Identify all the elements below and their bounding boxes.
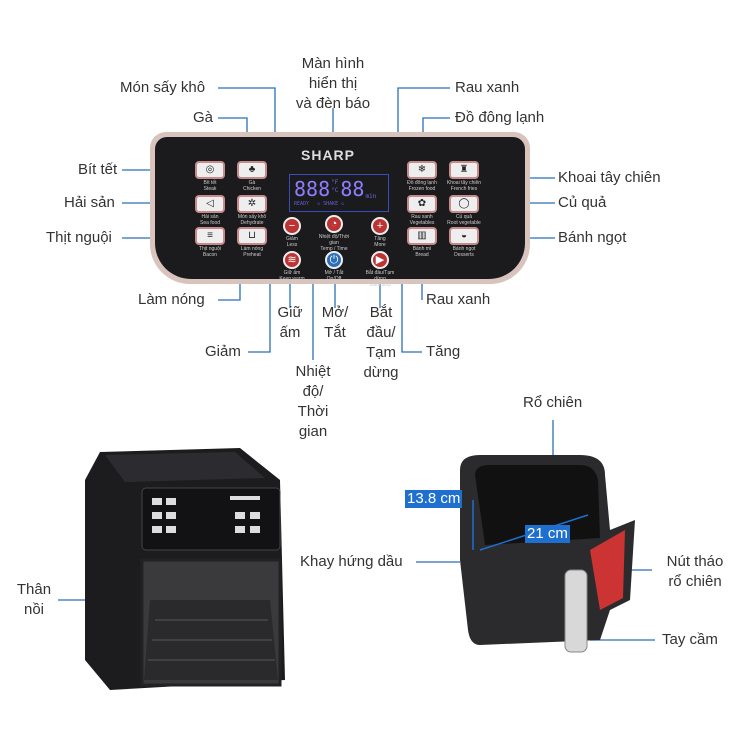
unit-min: min xyxy=(365,193,377,200)
round-button-4[interactable]: ≋ xyxy=(283,251,301,269)
label-mon-say-kho: Món sấy khô xyxy=(120,79,206,96)
unit-f: °F xyxy=(331,179,339,186)
label-do-dong-lanh: Đồ đông lạnh xyxy=(455,109,545,126)
brand-logo: SHARP xyxy=(301,147,356,163)
round-button-1[interactable]: − xyxy=(283,217,301,235)
basket-image xyxy=(460,455,635,653)
label-rau-xanh-top: Rau xanh xyxy=(455,79,520,96)
mode-button-12[interactable]: ◒ xyxy=(449,227,479,245)
mode-button-7[interactable]: ❄ xyxy=(407,161,437,179)
round-button-2[interactable]: ◔ xyxy=(325,215,343,233)
shake-indicator: ◇ SHAKE ◇ xyxy=(317,201,345,207)
mode-button-2[interactable]: ♣ xyxy=(237,161,267,179)
mode-button-5[interactable]: ≡ xyxy=(195,227,225,245)
unit-c: °C xyxy=(331,187,339,194)
label-giam: Giảm xyxy=(205,343,241,360)
label-rau-xanh-bottom: Rau xanh xyxy=(426,291,491,308)
round-button-3[interactable]: + xyxy=(371,217,389,235)
label-tay-cam: Tay cầm xyxy=(662,631,718,648)
mode-button-4[interactable]: ✲ xyxy=(237,195,267,213)
label-banh-ngot: Bánh ngọt xyxy=(558,229,627,246)
label-cu-qua: Củ quả xyxy=(558,194,607,211)
temp-units: °F °C xyxy=(331,179,338,195)
mode-button-10[interactable]: ◯ xyxy=(449,195,479,213)
dimension-height: 13.8 cm xyxy=(405,490,463,508)
label-hai-san: Hải sản xyxy=(64,194,115,211)
mode-button-8[interactable]: ♜ xyxy=(449,161,479,179)
mode-button-9[interactable]: ✿ xyxy=(407,195,437,213)
round-button-5[interactable]: ⏻ xyxy=(325,251,343,269)
round-button-6[interactable]: ▶ xyxy=(371,251,389,269)
dimension-width: 21 cm xyxy=(525,525,570,543)
label-tang: Tăng xyxy=(426,343,461,360)
control-panel: SHARP 888 °F °C 88 min READY ◇ SHAKE ◇ ◎… xyxy=(150,132,530,288)
display-screen: 888 °F °C 88 min READY ◇ SHAKE ◇ xyxy=(289,174,389,212)
air-fryer-image xyxy=(85,448,285,690)
mode-button-3[interactable]: ◁ xyxy=(195,195,225,213)
mode-button-11[interactable]: ▥ xyxy=(407,227,437,245)
label-khay: Khay hứng dầu xyxy=(300,553,403,570)
label-ga: Gà xyxy=(193,109,214,126)
ready-indicator: READY xyxy=(294,201,310,207)
label-ro-chien: Rổ chiên xyxy=(523,394,583,411)
time-digits: 88 xyxy=(340,177,365,201)
temp-digits: 888 xyxy=(294,177,331,201)
label-mo-tat: Mở/Tắt xyxy=(321,304,349,341)
label-khoai-tay: Khoai tây chiên xyxy=(558,169,661,186)
label-bit-tet: Bít tết xyxy=(78,161,118,178)
mode-button-1[interactable]: ◎ xyxy=(195,161,225,179)
label-lam-nong: Làm nóng xyxy=(138,291,205,308)
label-thit-nguoi: Thịt nguội xyxy=(46,229,112,246)
mode-button-6[interactable]: ⊔ xyxy=(237,227,267,245)
